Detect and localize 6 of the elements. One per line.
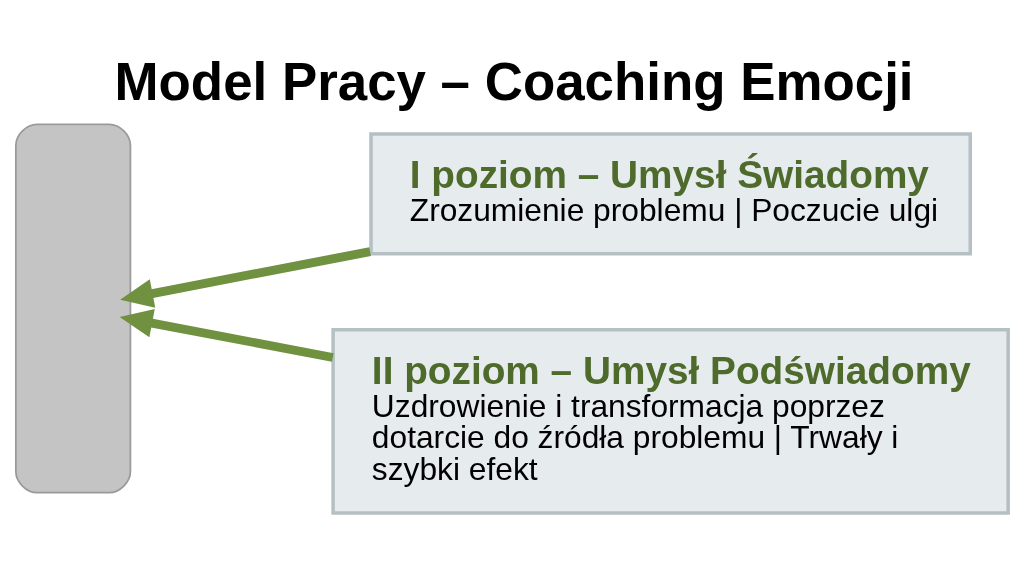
- diagram-title: Model Pracy – Coaching Emocji: [114, 51, 914, 111]
- node-person: [14, 122, 132, 494]
- arrow: [119, 308, 334, 362]
- arrow: [120, 246, 371, 308]
- node-box: I poziom – Umysł Świadomy Zrozumienie problemu | Poczucie ulgi: [369, 131, 973, 256]
- node-box: II poziom – Umysł Podświadomy Uzdrowienie i transformacja poprzez dotarcie do źródła problemu | Trwały i szybki efekt: [331, 327, 1010, 515]
